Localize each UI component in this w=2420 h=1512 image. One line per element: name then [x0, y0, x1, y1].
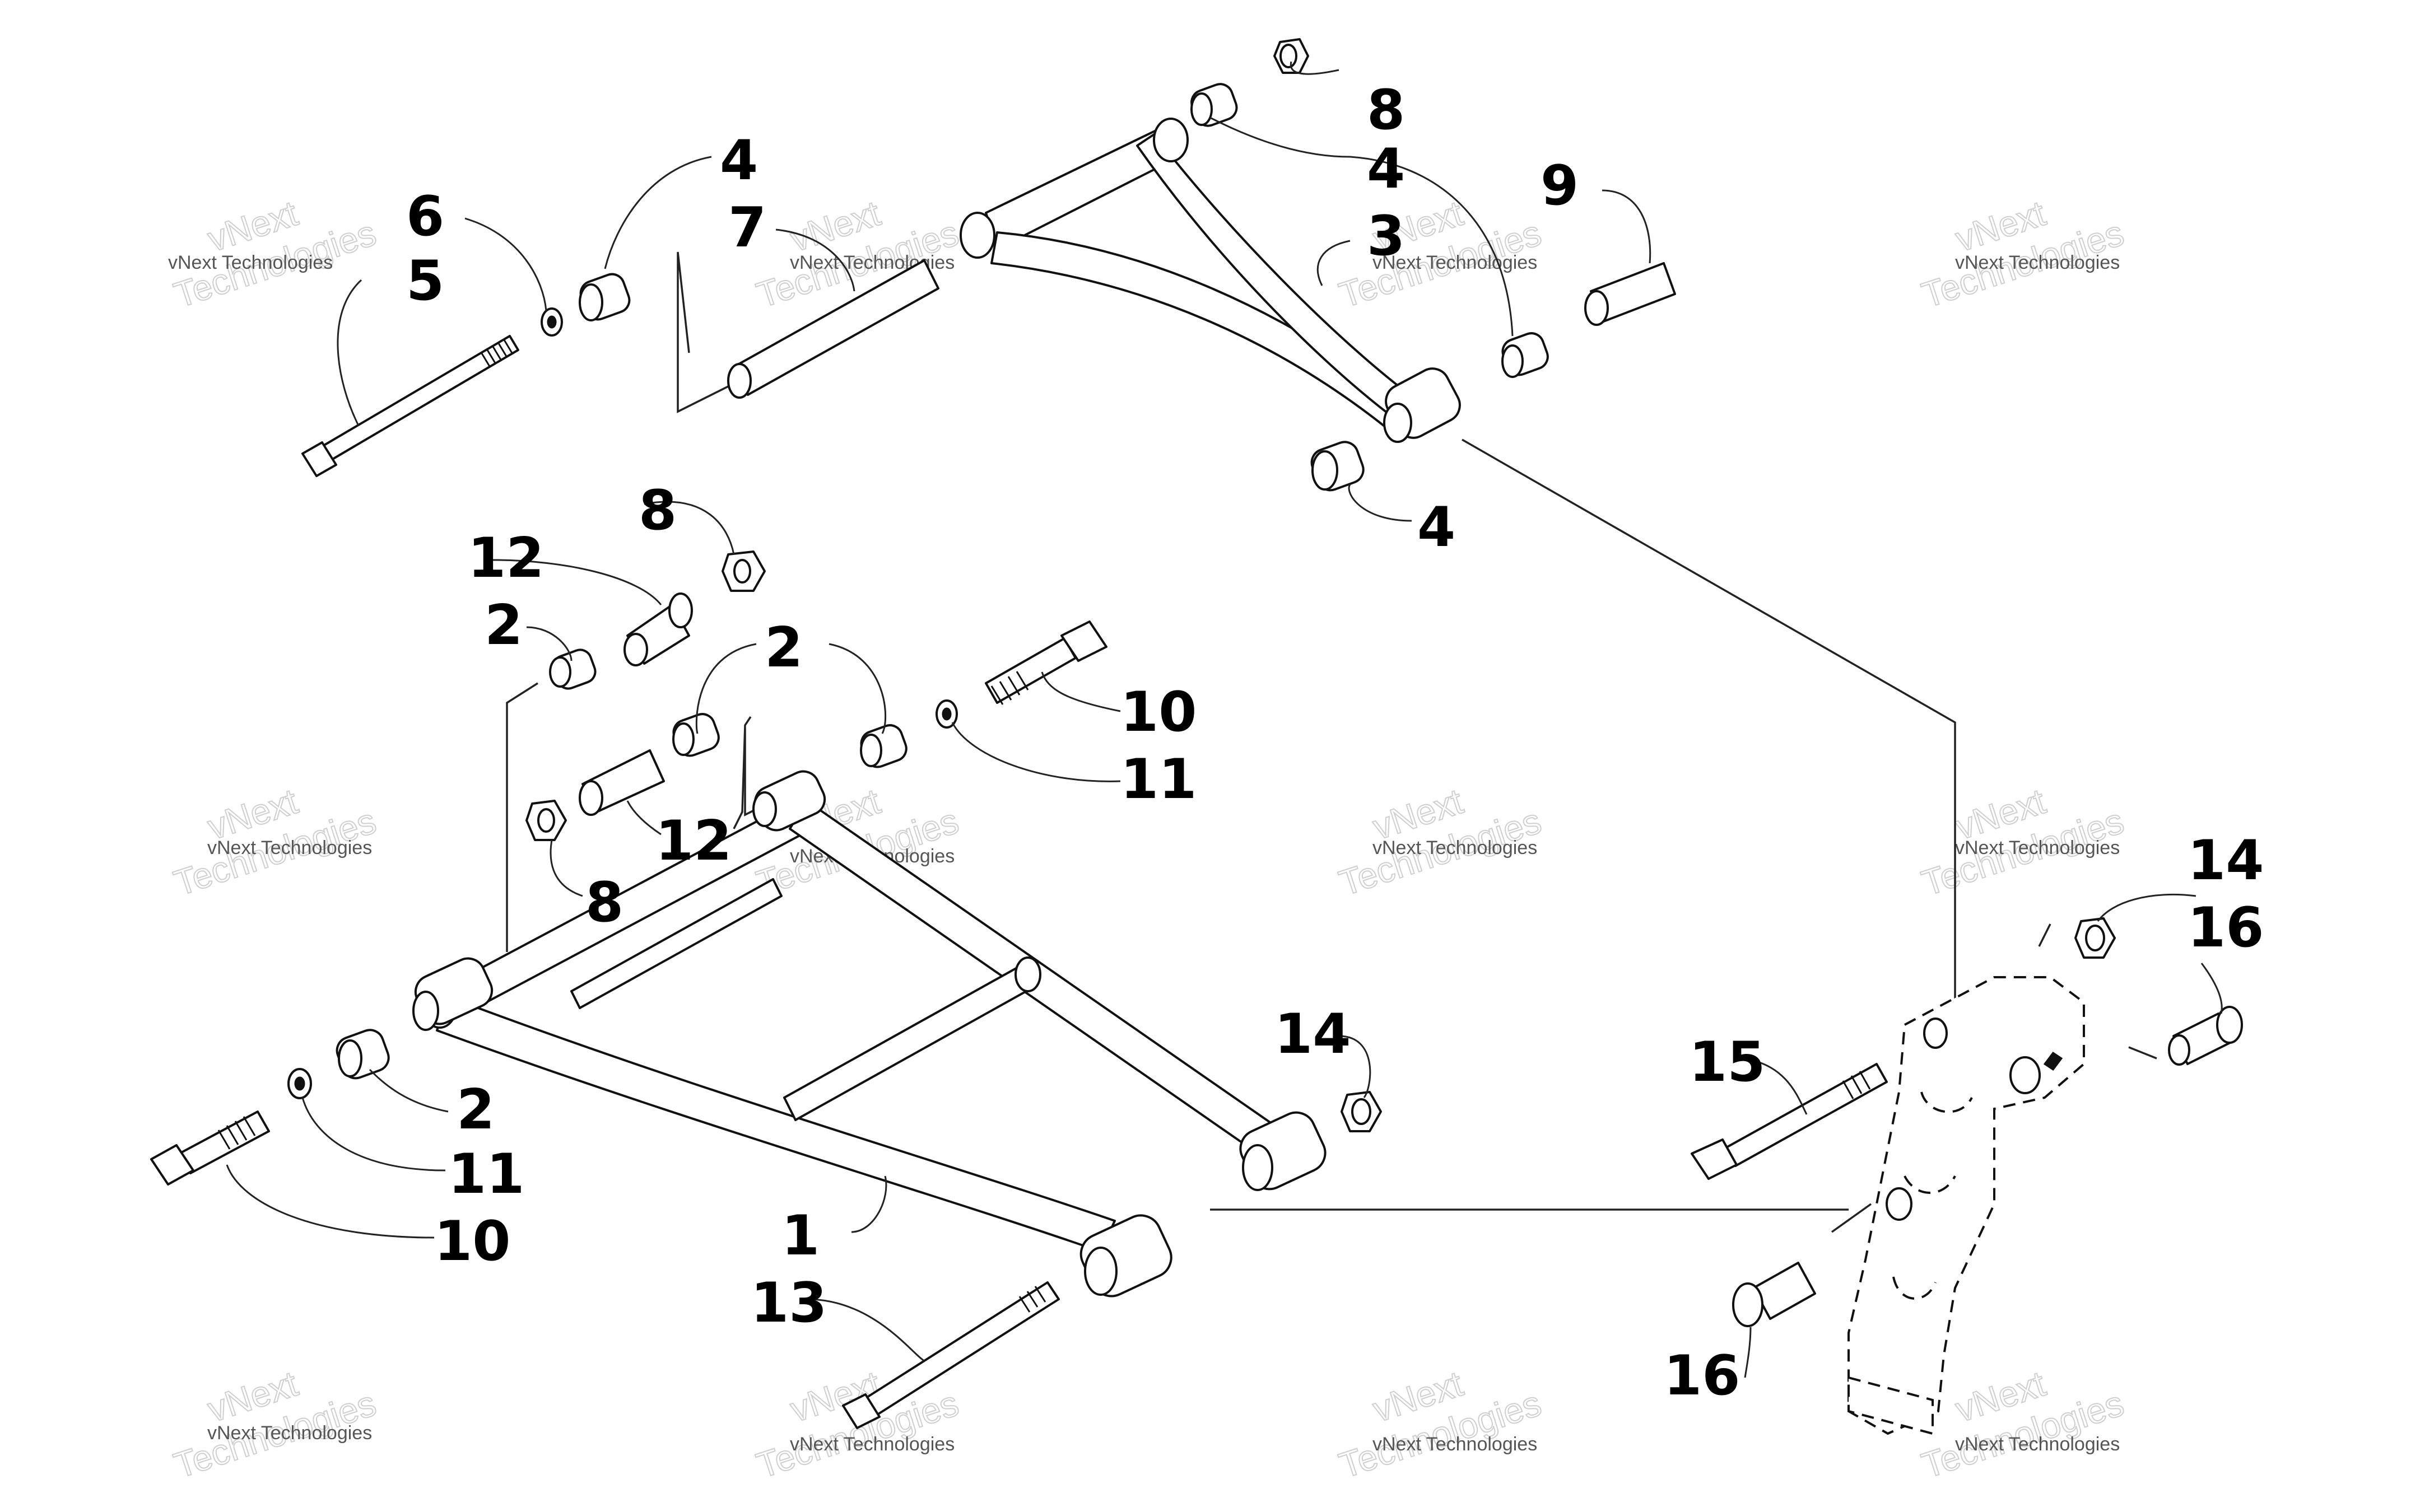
callouts: 5 6 4 7 8 4 3 9 4 8 12 2 2 10 11 12 8 2 …: [406, 78, 2264, 1408]
nut-14-spindle: [2074, 917, 2116, 959]
bushing-2-right: [860, 724, 908, 768]
upper-arm-to-spindle-line: [1462, 438, 1956, 1014]
zigzag-lower-pivot-line-a: [733, 716, 752, 829]
watermark: vNext Technologies vNext Technologies: [1916, 1362, 2129, 1486]
bushing-2-upper: [549, 648, 597, 690]
svg-text:vNext Technologies: vNext Technologies: [1372, 837, 1537, 858]
callout-15: 15: [1689, 1030, 1765, 1094]
callout-8: 8: [639, 479, 677, 543]
bushing-2-lower: [336, 1029, 390, 1080]
sleeve-9: [1584, 262, 1676, 326]
bolt-5: [301, 335, 519, 477]
watermark: vNext Technologies vNext Technologies: [1334, 780, 1547, 904]
svg-text:vNext Technologies: vNext Technologies: [1955, 1434, 2120, 1455]
nut-8-lower: [525, 800, 567, 841]
bushing-4-left: [579, 273, 631, 321]
bushing-16-top: [2168, 1006, 2243, 1066]
nut-14-arm: [1341, 1091, 1382, 1132]
spindle-bolt16-line: [1831, 1203, 1872, 1233]
callout-10: 10: [1120, 680, 1197, 744]
callout-4: 4: [720, 129, 758, 193]
callout-8: 8: [1367, 78, 1405, 142]
callout-4: 4: [1367, 137, 1405, 201]
leader-lines: [226, 61, 2223, 1378]
bolt-15: [1691, 1063, 1888, 1180]
callout-12: 12: [468, 526, 544, 590]
svg-text:vNext Technologies: vNext Technologies: [168, 252, 333, 273]
spindle: [1847, 976, 2085, 1435]
bolt-10-lower: [150, 1110, 270, 1186]
callout-11: 11: [448, 1142, 524, 1206]
sleeve-12-lower: [579, 749, 665, 816]
watermark: vNext Technologies vNext Technologies: [169, 1362, 381, 1486]
callout-13: 13: [751, 1271, 827, 1335]
watermark: vNext Technologies vNext Technologies: [169, 780, 381, 904]
svg-text:vNext Technologies: vNext Technologies: [790, 1434, 955, 1455]
callout-11: 11: [1120, 748, 1197, 811]
callout-14: 14: [1274, 1002, 1351, 1066]
washer-11-upper: [936, 699, 958, 729]
bolt-13: [842, 1281, 1060, 1429]
bushing-4-top: [1190, 83, 1238, 127]
svg-text:vNext Technologies: vNext Technologies: [1955, 837, 2120, 858]
washer-11-lower: [287, 1068, 312, 1099]
lower-rear-pivot-line: [506, 682, 538, 952]
bolt-10-upper: [985, 620, 1107, 705]
callout-16: 16: [1664, 1344, 1740, 1408]
bushing-4-bottom: [1310, 441, 1365, 492]
spindle-bushing16-line: [2128, 1046, 2157, 1060]
callout-4: 4: [1417, 496, 1455, 559]
callout-12: 12: [655, 809, 732, 873]
svg-text:vNext Technologies: vNext Technologies: [1955, 252, 2120, 273]
upper-a-arm: [960, 118, 1461, 443]
watermark: vNext Technologies vNext Technologies: [1334, 192, 1547, 316]
lower-hardware: [150, 550, 1382, 1429]
callout-16: 16: [2188, 896, 2264, 960]
callout-8: 8: [585, 871, 623, 935]
sleeve-12-upper: [623, 592, 693, 666]
svg-text:vNext Technologies: vNext Technologies: [1372, 1434, 1537, 1455]
nut-8-upper: [722, 550, 766, 592]
svg-text:vNext Technologies: vNext Technologies: [1372, 252, 1537, 273]
bushing-16-bottom: [1732, 1262, 1816, 1327]
watermarks: vNext Technologies vNext Technologies vN…: [168, 192, 2129, 1486]
callout-1: 1: [781, 1204, 820, 1268]
bushing-4-right: [1501, 332, 1549, 378]
callout-2: 2: [485, 594, 523, 657]
callout-2: 2: [765, 616, 803, 680]
callout-7: 7: [728, 196, 766, 260]
nut-8-top: [1273, 38, 1309, 74]
watermark: vNext Technologies vNext Technologies: [1334, 1362, 1547, 1486]
watermark: vNext Technologies vNext Technologies: [1916, 780, 2129, 904]
assembly-lines: [506, 251, 2157, 1233]
callout-2: 2: [457, 1078, 495, 1142]
callout-3: 3: [1367, 204, 1405, 268]
washer-6: [541, 307, 563, 337]
callout-14: 14: [2188, 829, 2264, 893]
callout-9: 9: [1541, 154, 1579, 218]
callout-10: 10: [434, 1210, 510, 1273]
spindle-top-line: [2038, 923, 2051, 947]
spindle-hardware: [1691, 917, 2243, 1327]
svg-text:vNext Technologies: vNext Technologies: [207, 837, 372, 858]
zigzag-upper-pivot-line: [677, 251, 740, 413]
watermark: vNext Technologies vNext Technologies: [1916, 192, 2129, 316]
svg-text:vNext Technologies: vNext Technologies: [207, 1422, 372, 1444]
bushing-2-middle: [672, 713, 720, 757]
upper-hardware: [301, 38, 1676, 492]
callout-5: 5: [406, 249, 444, 313]
callout-6: 6: [406, 185, 444, 249]
lower-a-arm: [412, 770, 1327, 1298]
sleeve-7: [727, 259, 939, 399]
